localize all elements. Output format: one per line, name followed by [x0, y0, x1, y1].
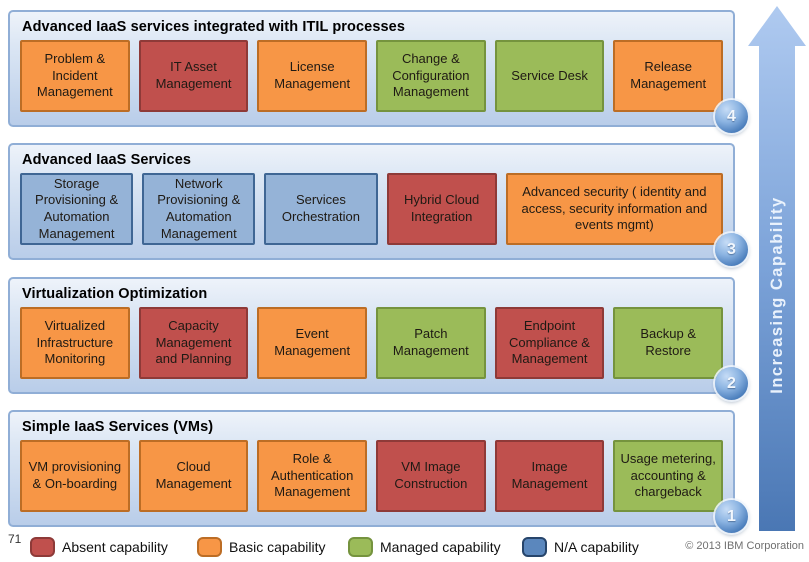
capability-box: Storage Provisioning & Automation Manage…	[20, 173, 134, 245]
capability-box: Advanced security ( identity and access,…	[505, 173, 723, 245]
capability-box: Capacity Management and Planning	[138, 307, 249, 379]
up-arrow-shape	[748, 6, 806, 531]
capability-box: Hybrid Cloud Integration	[386, 173, 497, 245]
legend-swatch-absent	[30, 537, 55, 557]
legend-item-basic: Basic capability	[197, 534, 326, 560]
legend-label: Basic capability	[229, 539, 326, 555]
capability-box: License Management	[257, 40, 368, 112]
legend-label: N/A capability	[554, 539, 639, 555]
band-title: Simple IaaS Services (VMs)	[22, 419, 214, 435]
level-badge: 3	[715, 233, 748, 266]
capability-box: IT Asset Management	[138, 40, 249, 112]
capability-box: Release Management	[613, 40, 724, 112]
capability-box: Change & Configuration Management	[376, 40, 486, 112]
copyright-notice: © 2013 IBM Corporation	[685, 540, 804, 552]
legend-item-managed: Managed capability	[348, 534, 501, 560]
band-level-4: Advanced IaaS services integrated with I…	[8, 10, 748, 133]
capability-box: Role & Authentication Management	[257, 440, 368, 512]
band-level-1: Simple IaaS Services (VMs) VM provisionin…	[8, 410, 748, 533]
legend-item-na: N/A capability	[522, 534, 639, 560]
legend-swatch-basic	[197, 537, 222, 557]
legend-item-absent: Absent capability	[30, 534, 168, 560]
legend-swatch-managed	[348, 537, 373, 557]
level-badge: 4	[715, 100, 748, 133]
capability-box: VM Image Construction	[376, 440, 486, 512]
capability-box: Network Provisioning & Automation Manage…	[142, 173, 256, 245]
capability-box: Event Management	[257, 307, 368, 379]
capability-box: VM provisioning & On-boarding	[20, 440, 130, 512]
capability-legend: Absent capability Basic capability Managed…	[0, 534, 809, 560]
capability-box: Usage metering, accounting & chargeback	[613, 440, 724, 512]
band-title: Advanced IaaS Services	[22, 152, 192, 168]
capability-box: Virtualized Infrastructure Monitoring	[20, 307, 130, 379]
capability-box: Cloud Management	[138, 440, 249, 512]
band-title: Virtualization Optimization	[22, 286, 208, 302]
arrow-label: Increasing Capability	[768, 196, 786, 393]
capability-box: Service Desk	[494, 40, 605, 112]
capability-box: Services Orchestration	[264, 173, 378, 245]
legend-swatch-na	[522, 537, 547, 557]
capability-box: Endpoint Compliance & Management	[494, 307, 605, 379]
capability-box: Problem & Incident Management	[20, 40, 130, 112]
increasing-capability-arrow: Increasing Capability	[748, 6, 806, 531]
capability-box: Patch Management	[376, 307, 486, 379]
capability-box: Image Management	[494, 440, 605, 512]
page-number: 71	[8, 532, 22, 546]
capability-box: Backup & Restore	[613, 307, 724, 379]
band-title: Advanced IaaS services integrated with I…	[22, 19, 405, 35]
capability-box-row: Storage Provisioning & Automation Manage…	[20, 173, 723, 245]
legend-label: Managed capability	[380, 539, 501, 555]
legend-label: Absent capability	[62, 539, 168, 555]
level-badge: 1	[715, 500, 748, 533]
level-badge: 2	[715, 367, 748, 400]
